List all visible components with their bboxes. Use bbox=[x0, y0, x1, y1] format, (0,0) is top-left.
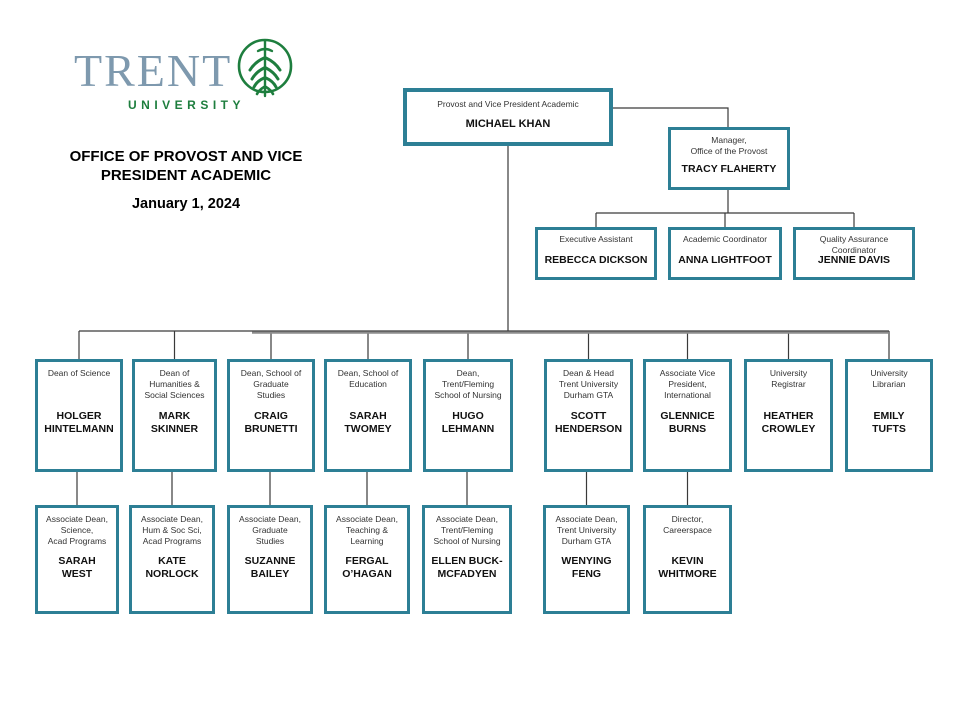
role-text: Dean & Head Trent University Durham GTA bbox=[558, 368, 619, 401]
org-box-assoc-dean-science: Associate Dean, Science, Acad Programs S… bbox=[35, 505, 119, 614]
org-box-provost: Provost and Vice President Academic MICH… bbox=[403, 88, 613, 146]
org-box-assoc-dean-durham: Associate Dean, Trent University Durham … bbox=[543, 505, 630, 614]
org-box-executive-assistant: Executive Assistant REBECCA DICKSON bbox=[535, 227, 657, 280]
org-box-university-registrar: University Registrar HEATHER CROWLEY bbox=[744, 359, 833, 472]
role-text: Executive Assistant bbox=[559, 234, 633, 244]
person-name: KATE NORLOCK bbox=[145, 555, 199, 581]
role-text: Dean, School of Education bbox=[337, 368, 399, 390]
person-name: WENYING FENG bbox=[561, 555, 612, 581]
person-name: HOLGER HINTELMANN bbox=[44, 410, 114, 436]
org-box-university-librarian: University Librarian EMILY TUFTS bbox=[845, 359, 933, 472]
org-box-assoc-dean-graduate: Associate Dean, Graduate Studies SUZANNE… bbox=[227, 505, 313, 614]
person-name: CRAIG BRUNETTI bbox=[244, 410, 298, 436]
role-text: Dean of Humanities & Social Sciences bbox=[144, 368, 205, 401]
role-text: Quality Assurance Coordinator bbox=[819, 234, 889, 256]
org-box-dean-nursing: Dean, Trent/Fleming School of Nursing HU… bbox=[423, 359, 513, 472]
role-text: Associate Dean, Hum & Soc Sci, Acad Prog… bbox=[141, 514, 203, 547]
role-text: Dean, School of Graduate Studies bbox=[240, 368, 302, 401]
role-text: Associate Dean, Trent/Fleming School of … bbox=[433, 514, 501, 547]
role-text: Associate Dean, Science, Acad Programs bbox=[46, 514, 108, 547]
person-name: GLENNICE BURNS bbox=[660, 410, 715, 436]
person-name: SUZANNE BAILEY bbox=[244, 555, 296, 581]
org-box-dean-science: Dean of Science HOLGER HINTELMANN bbox=[35, 359, 123, 472]
person-name: JENNIE DAVIS bbox=[817, 254, 891, 266]
role-text: Academic Coordinator bbox=[682, 234, 768, 244]
trent-logo-subtitle: UNIVERSITY bbox=[128, 98, 246, 112]
role-text: Associate Vice President, International bbox=[659, 368, 716, 401]
org-box-dean-durham: Dean & Head Trent University Durham GTA … bbox=[544, 359, 633, 472]
role-text: Manager, Office of the Provost bbox=[690, 135, 768, 157]
org-box-academic-coordinator: Academic Coordinator ANNA LIGHTFOOT bbox=[668, 227, 782, 280]
org-box-dean-graduate-studies: Dean, School of Graduate Studies CRAIG B… bbox=[227, 359, 315, 472]
role-text: Associate Dean, Trent University Durham … bbox=[555, 514, 618, 547]
trent-logo-wordmark: TRENT bbox=[74, 45, 233, 96]
person-name: FERGAL O’HAGAN bbox=[342, 555, 392, 581]
org-box-director-careerspace: Director, Careerspace KEVIN WHITMORE bbox=[643, 505, 732, 614]
org-box-dean-education: Dean, School of Education SARAH TWOMEY bbox=[324, 359, 412, 472]
person-name: ANNA LIGHTFOOT bbox=[678, 254, 772, 266]
person-name: EMILY TUFTS bbox=[872, 410, 906, 436]
role-text: University Librarian bbox=[870, 368, 908, 390]
role-text: Dean, Trent/Fleming School of Nursing bbox=[434, 368, 502, 401]
role-text: Provost and Vice President Academic bbox=[437, 99, 579, 109]
person-name: SARAH WEST bbox=[58, 555, 96, 581]
person-name: TRACY FLAHERTY bbox=[681, 163, 777, 175]
role-text: Associate Dean, Teaching & Learning bbox=[336, 514, 398, 547]
org-box-dean-humanities: Dean of Humanities & Social Sciences MAR… bbox=[132, 359, 217, 472]
person-name: MARK SKINNER bbox=[150, 410, 199, 436]
role-text: University Registrar bbox=[769, 368, 808, 390]
person-name: KEVIN WHITMORE bbox=[658, 555, 717, 581]
person-name: ELLEN BUCK- MCFADYEN bbox=[431, 555, 503, 581]
org-box-assoc-dean-humanities: Associate Dean, Hum & Soc Sci, Acad Prog… bbox=[129, 505, 215, 614]
role-text: Dean of Science bbox=[47, 368, 111, 378]
page-date: January 1, 2024 bbox=[131, 196, 241, 212]
person-name: SARAH TWOMEY bbox=[344, 410, 392, 436]
page-title: OFFICE OF PROVOST AND VICE PRESIDENT ACA… bbox=[69, 148, 303, 184]
person-name: SCOTT HENDERSON bbox=[554, 410, 623, 436]
org-box-assoc-dean-teaching: Associate Dean, Teaching & Learning FERG… bbox=[324, 505, 410, 614]
role-text: Associate Dean, Graduate Studies bbox=[239, 514, 301, 547]
org-box-quality-assurance-coordinator: Quality Assurance Coordinator JENNIE DAV… bbox=[793, 227, 915, 280]
org-box-assoc-dean-nursing: Associate Dean, Trent/Fleming School of … bbox=[422, 505, 512, 614]
person-name: REBECCA DICKSON bbox=[544, 254, 648, 266]
person-name: HEATHER CROWLEY bbox=[761, 410, 816, 436]
org-box-manager: Manager, Office of the Provost TRACY FLA… bbox=[668, 127, 790, 190]
role-text: Director, Careerspace bbox=[663, 514, 712, 536]
trent-tree-icon bbox=[237, 38, 293, 98]
org-box-avp-international: Associate Vice President, International … bbox=[643, 359, 732, 472]
person-name: HUGO LEHMANN bbox=[441, 410, 495, 436]
person-name: MICHAEL KHAN bbox=[465, 118, 551, 131]
